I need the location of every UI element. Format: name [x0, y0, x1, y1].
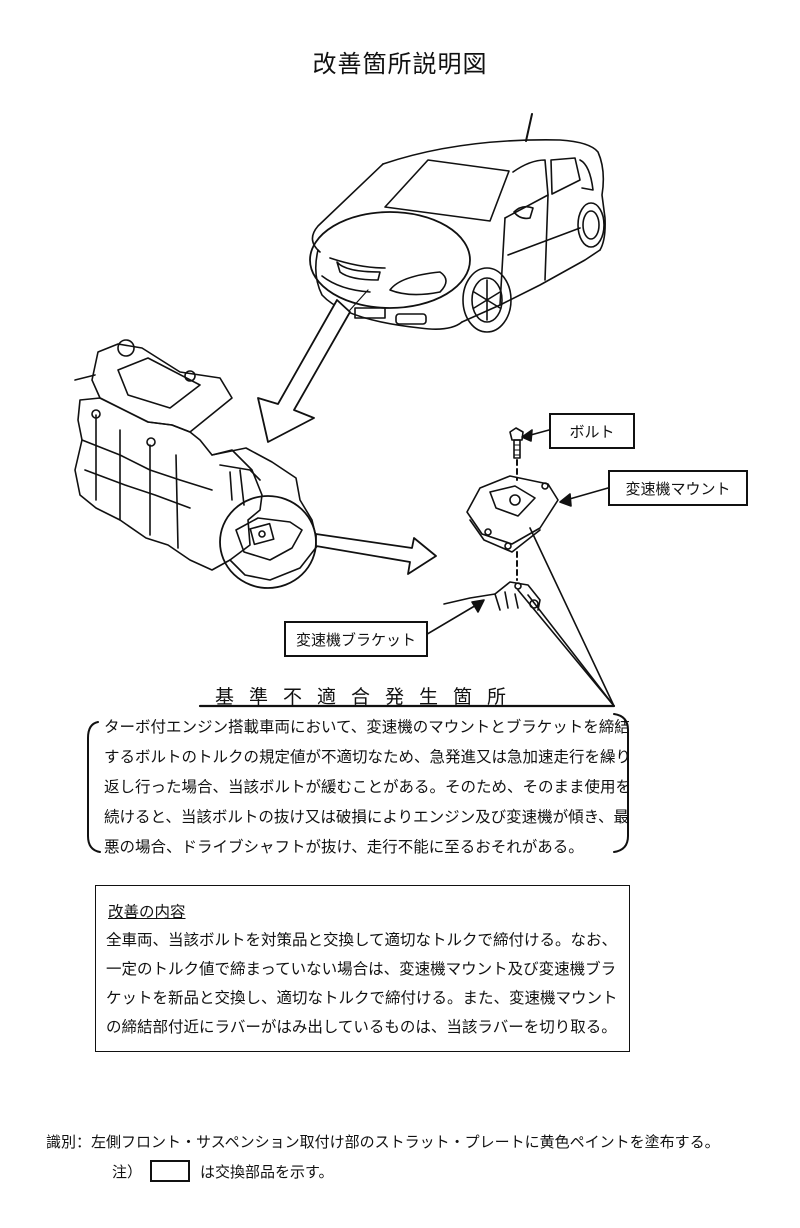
- identification-text: 識別：左側フロント・サスペンション取付け部のストラット・プレートに黄色ペイントを…: [46, 1133, 720, 1151]
- problem-heading: 基準不適合発生箇所: [215, 686, 522, 708]
- callout-transmission-bracket: 変速機ブラケット: [284, 621, 428, 657]
- engine-transmission-illustration: [74, 339, 319, 589]
- improvement-description: 全車両、当該ボルトを対策品と交換して適切なトルクで締付ける。なお、 一定のトルク…: [106, 926, 618, 1042]
- mount-exploded-illustration: [443, 427, 559, 611]
- arrow-engine-to-mount: [315, 533, 437, 575]
- document-title: 改善箇所説明図: [312, 50, 488, 78]
- problem-line: 続けると、当該ボルトの抜け又は破損によりエンジン及び変速機が傾き、最: [104, 808, 629, 826]
- callout-transmission-mount: 変速機マウント: [608, 470, 748, 506]
- callout-transmission-mount-label: 変速機マウント: [625, 479, 731, 498]
- improvement-title: 改善の内容: [108, 903, 186, 921]
- vehicle-illustration: [309, 113, 606, 333]
- problem-description: ターボ付エンジン搭載車両において、変速機のマウントとブラケットを締結 するボルト…: [104, 712, 632, 862]
- legend-note: 注） は交換部品を示す。: [112, 1160, 334, 1182]
- callout-bolt: ボルト: [549, 413, 635, 449]
- problem-line: するボルトのトルクの規定値が不適切なため、急発進又は急加速走行を繰り: [104, 748, 632, 766]
- note-suffix: は交換部品を示す。: [200, 1162, 334, 1181]
- problem-line: ターボ付エンジン搭載車両において、変速機のマウントとブラケットを締結: [104, 718, 630, 736]
- callout-bolt-label: ボルト: [569, 422, 615, 441]
- improvement-box: 改善の内容 全車両、当該ボルトを対策品と交換して適切なトルクで締付ける。なお、 …: [95, 885, 630, 1052]
- improvement-line: 全車両、当該ボルトを対策品と交換して適切なトルクで締付ける。なお、: [106, 931, 618, 949]
- note-prefix: 注）: [112, 1162, 143, 1181]
- improvement-line: ケットを新品と交換し、適切なトルクで締付ける。また、変速機マウント: [106, 989, 618, 1007]
- replacement-part-legend-box: [150, 1160, 191, 1182]
- callout-transmission-bracket-label: 変速機ブラケット: [295, 630, 416, 649]
- arrow-car-to-engine: [257, 299, 351, 443]
- problem-line: 返し行った場合、当該ボルトが緩むことがある。そのため、そのまま使用を: [104, 778, 632, 796]
- problem-line: 悪の場合、ドライブシャフトが抜け、走行不能に至るおそれがある。: [104, 838, 584, 856]
- improvement-line: 一定のトルク値で締まっていない場合は、変速機マウント及び変速機ブラ: [106, 960, 617, 978]
- improvement-line: の締結部付近にラバーがはみ出しているものは、当該ラバーを切り取る。: [106, 1018, 617, 1036]
